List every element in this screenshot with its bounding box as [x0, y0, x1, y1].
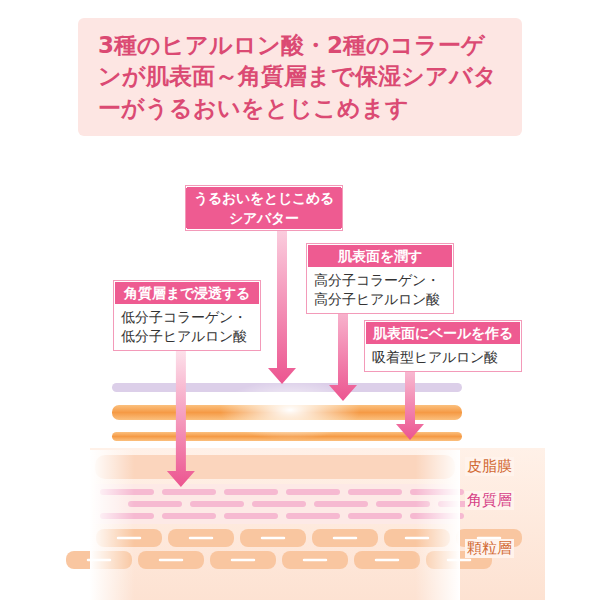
- fade: [90, 450, 460, 600]
- layer-label: 角質層: [465, 491, 514, 510]
- ingredient-text: 低分子コラーゲン・低分子ヒアルロン酸: [114, 305, 260, 350]
- layer-label: 皮脂膜: [465, 457, 514, 476]
- skin-layer: 皮脂膜: [95, 455, 455, 479]
- callout-heading: シアバター: [186, 208, 342, 228]
- callout-heading: うるおいをとじこめる: [186, 188, 342, 208]
- penetration-arrow: [167, 351, 195, 487]
- title-panel: 3種のヒアルロン酸・2種のコラーゲンが肌表面～角質層まで保湿シアバターがうるおい…: [78, 18, 522, 136]
- callout-heading: 肌表面にベールを作る: [365, 321, 521, 345]
- layer-label: 顆粒層: [465, 539, 514, 558]
- shea-arrow: [268, 205, 296, 384]
- callout-heading: 肌表面を潤す: [307, 244, 453, 268]
- skin-layer: 顆粒層: [95, 527, 455, 571]
- callout-box: 角質層まで浸透する低分子コラーゲン・低分子ヒアルロン酸: [113, 280, 261, 351]
- callout-heading: 角質層まで浸透する: [114, 281, 260, 305]
- ingredient-text: 高分子コラーゲン・高分子ヒアルロン酸: [307, 268, 453, 313]
- ingredient-text: 吸着型ヒアルロン酸: [365, 345, 511, 371]
- skin-ground: [90, 448, 545, 600]
- callout-box: うるおいをとじこめるシアバター: [185, 185, 343, 231]
- skin-layer: 角質層: [95, 487, 455, 524]
- callout-box: 肌表面にベールを作る吸着型ヒアルロン酸: [364, 320, 522, 372]
- callout-box: 肌表面を潤す高分子コラーゲン・高分子ヒアルロン酸: [306, 243, 454, 314]
- title: 3種のヒアルロン酸・2種のコラーゲンが肌表面～角質層まで保湿シアバターがうるおい…: [98, 30, 502, 123]
